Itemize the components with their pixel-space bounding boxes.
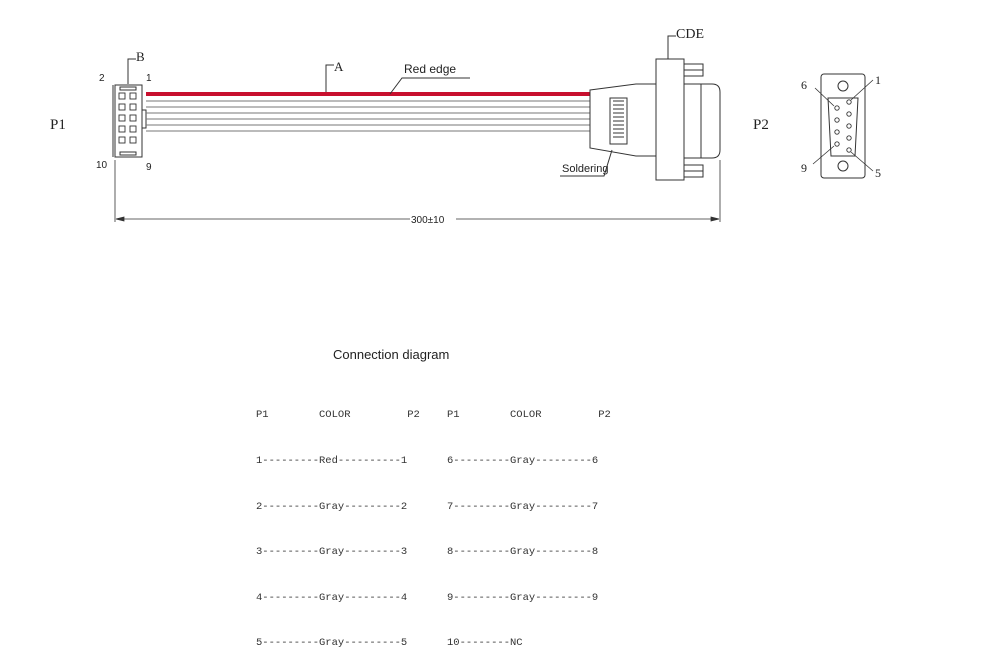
db9-pins: [834, 99, 852, 153]
p2-pin-9: 9: [801, 161, 807, 175]
db9-front-view: [820, 73, 866, 179]
dimension-line: [114, 160, 721, 222]
soldering-label: Soldering: [562, 163, 608, 175]
soldering-leader: [560, 149, 613, 177]
connection-table-left: P1 COLOR P2 1---------Red----------1 2--…: [256, 378, 420, 667]
p1-label: P1: [50, 117, 66, 133]
label-b: B: [136, 49, 145, 64]
connection-diagram-title: Connection diagram: [333, 347, 450, 362]
table-row: 3---------Gray---------3: [256, 546, 408, 559]
table-row: 6---------Gray---------6: [447, 455, 599, 467]
red-edge-label: Red edge: [404, 62, 456, 76]
cable-assembly-drawing: P1 2 1 10 9 B A Red edge: [50, 27, 881, 226]
db9-pin-leaders: [812, 79, 874, 172]
red-edge-leader: [389, 77, 470, 95]
db9-side-view: [589, 58, 721, 181]
p2-pin-5: 5: [875, 166, 881, 180]
p1-pin-10: 10: [96, 160, 108, 171]
label-b-leader: [127, 58, 136, 84]
label-cde-leader: [667, 35, 676, 59]
table-row: P1 COLOR P2: [256, 409, 420, 422]
table-row: 4---------Gray---------4: [256, 591, 408, 604]
table-row: P1 COLOR P2: [447, 409, 611, 422]
p1-pin-2: 2: [99, 73, 105, 84]
p1-pin-9: 9: [146, 162, 152, 173]
table-row: 9---------Gray---------9: [447, 591, 599, 604]
table-row: 5---------Gray---------5: [256, 637, 408, 650]
mount-hole-bottom: [837, 160, 849, 172]
table-row: 7---------Gray---------7: [447, 500, 599, 513]
table-row: 10--------NC: [447, 637, 523, 650]
table-row: 1---------Red----------1: [256, 455, 408, 467]
p2-label: P2: [753, 117, 769, 133]
mount-hole-top: [837, 80, 849, 92]
label-a: A: [334, 59, 344, 74]
length-dimension: 300±10: [411, 215, 445, 226]
ribbon-cable: [146, 92, 590, 132]
table-row: 2---------Gray---------2: [256, 500, 408, 513]
table-row: 8---------Gray---------8: [447, 546, 599, 559]
label-a-leader: [325, 64, 334, 92]
p1-pin-1: 1: [146, 73, 152, 84]
p2-pin-1: 1: [875, 73, 881, 87]
p1-pin-grid: [118, 92, 137, 144]
p2-pin-6: 6: [801, 78, 807, 92]
label-cde: CDE: [676, 27, 704, 42]
connection-table-right: P1 COLOR P2 6---------Gray---------6 7--…: [447, 378, 611, 667]
p1-connector: [112, 84, 147, 158]
